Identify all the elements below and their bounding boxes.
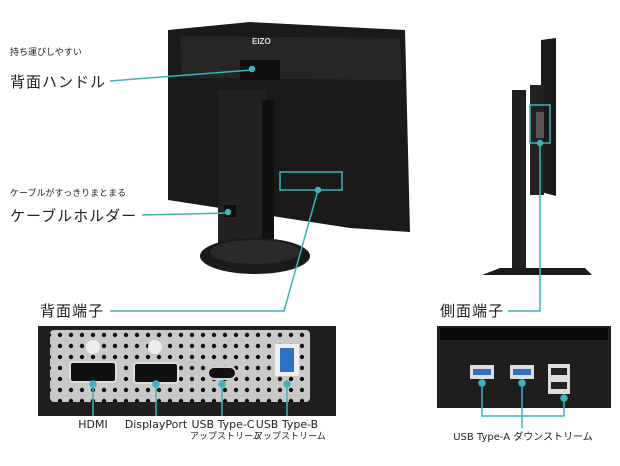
displayport-label: DisplayPort	[116, 419, 196, 431]
port-subtitle: アップストリーム	[190, 432, 262, 442]
usb-a-label: USB Type-A ダウンストリーム	[453, 432, 593, 443]
side-port-lines	[478, 379, 568, 428]
usb-c-port	[207, 366, 237, 380]
cable-holder-title: ケーブルホルダー	[10, 207, 138, 225]
rear-port-panel	[38, 326, 336, 416]
eizo-logo: EIZO	[252, 37, 271, 46]
cable-holder-subtitle: ケーブルがすっきりまとまる	[10, 189, 127, 199]
side-monitor-image	[482, 38, 592, 275]
rear-port-lines	[89, 380, 291, 416]
side-port-panel	[437, 326, 611, 408]
port-name: DisplayPort	[124, 418, 188, 431]
port-name: USB Type-B	[255, 418, 319, 431]
displayport-port	[133, 362, 179, 384]
port-name: HDMI	[78, 418, 108, 431]
rear-ports-title: 背面端子	[40, 302, 105, 320]
hdmi-label: HDMI	[70, 419, 116, 431]
rear-monitor-image: EIZO	[168, 22, 410, 274]
port-name: USB Type-C	[191, 418, 255, 431]
hdmi-port	[69, 361, 117, 383]
handle-subtitle: 持ち運びしやすい	[10, 48, 82, 58]
usb-b-port	[280, 348, 294, 372]
handle-title: 背面ハンドル	[10, 73, 107, 91]
side-ports-title: 側面端子	[440, 302, 505, 320]
port-subtitle: アップストリーム	[254, 432, 326, 442]
callout-lines	[109, 65, 551, 312]
